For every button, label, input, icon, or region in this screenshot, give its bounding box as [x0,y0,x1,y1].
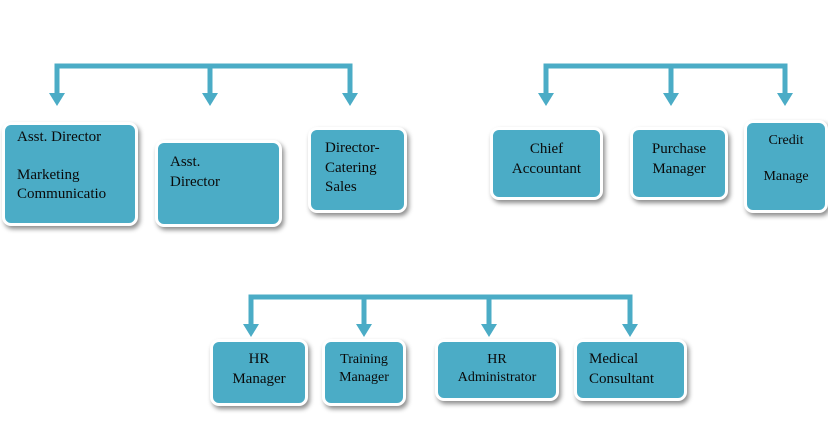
box-label-line: Director [170,173,220,190]
box-label-line: Manager [339,370,389,386]
box-label-line: Consultant [589,370,655,387]
box-label-line: Credit [768,133,804,148]
arrowhead [49,93,65,106]
box-label-line: Director- [325,140,380,156]
box-label-line: Manager [652,160,706,177]
box-label-line: Marketing [17,166,80,183]
box-label-line: HR [248,351,270,367]
box-label-line: Accountant [511,160,582,177]
arrowhead [243,324,259,337]
box-label-line: Asst. [170,154,201,170]
box-label-line: Communicatio [17,186,107,202]
arrowhead [663,93,679,106]
org-box-training-manager: Training Manager [322,339,406,406]
box-label-line: Training [340,352,388,367]
arrowhead [777,93,793,106]
box-label-line: HR [487,352,507,367]
box-label-line: Chief [529,141,564,157]
org-box-medical-consultant: Medical Consultant [574,339,687,401]
org-box-director-catering-sales: Director- Catering Sales [308,127,407,213]
arrowhead [538,93,554,106]
connector-bracket [543,63,788,95]
connector-bracket [54,63,353,95]
box-label-line: Manager [232,370,286,387]
box-label-line: Administrator [457,370,537,386]
arrowhead [481,324,497,337]
org-box-asst-director: Asst. Director [155,140,282,227]
connector-bracket [248,294,633,326]
box-label-line: Medical [589,351,639,367]
box-label-line: Manage [763,169,809,185]
org-box-hr-manager: HR Manager [210,339,308,406]
org-box-purchase-manager: Purchase Manager [630,127,728,200]
arrowhead [356,324,372,337]
arrowhead [622,324,638,337]
box-label-line: Sales [325,179,357,195]
arrowhead [202,93,218,106]
org-box-chief-accountant: Chief Accountant [490,127,603,200]
org-box-hr-administrator: HR Administrator [435,339,559,401]
org-box-credit-manager: Credit Manage [744,120,828,213]
arrowhead [342,93,358,106]
box-label-line: Asst. Director [17,129,102,145]
org-box-asst-director-marketing: Asst. Director Marketing Communicatio [2,122,138,226]
box-label-line: Catering [325,159,377,176]
box-label-line: Purchase [651,141,707,157]
